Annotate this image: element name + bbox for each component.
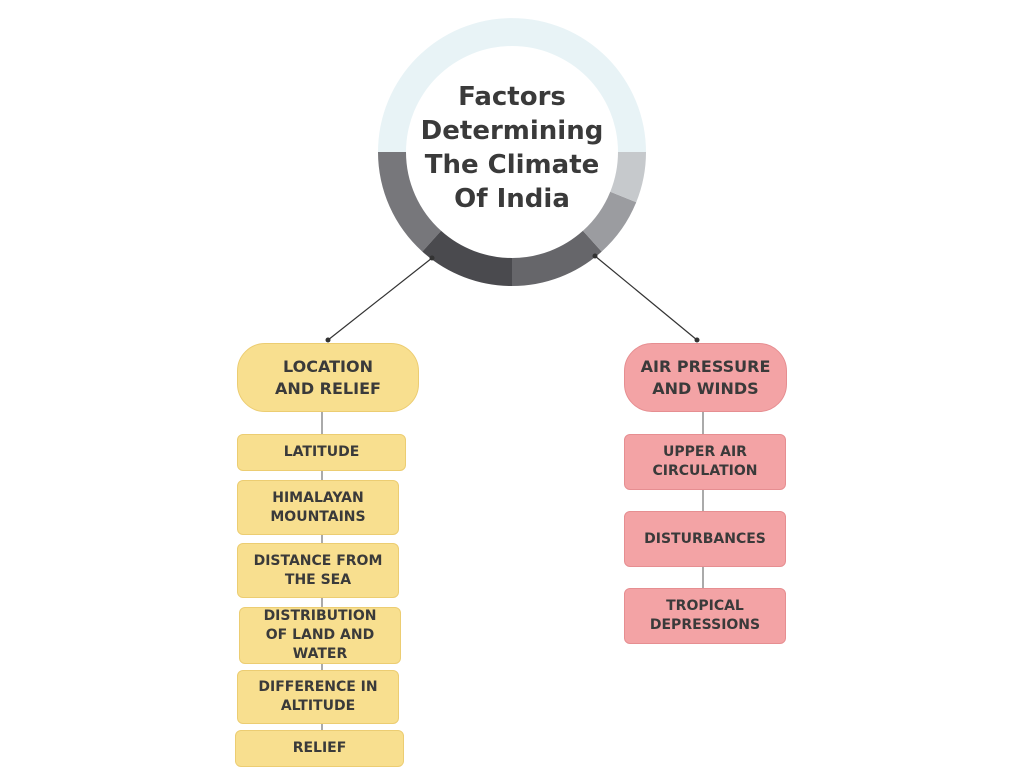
ring-segment-3 [512, 230, 602, 286]
left-item-distribution-of-land-and-water: DISTRIBUTION OF LAND AND WATER [239, 607, 401, 664]
ring-segment-1 [378, 152, 442, 252]
right-item-upper-air-circulation: UPPER AIR CIRCULATION [624, 434, 786, 490]
left-item-relief: RELIEF [235, 730, 404, 767]
branch-header-air-pressure-and-winds: AIR PRESSURE AND WINDS [624, 343, 787, 412]
connector-left [327, 257, 433, 341]
branch-header-location-and-relief: LOCATION AND RELIEF [237, 343, 419, 412]
title-ring [378, 18, 646, 286]
connector-right-dot-top [592, 253, 598, 259]
left-item-distance-from-sea: DISTANCE FROM THE SEA [237, 543, 399, 598]
right-item-tropical-depressions: TROPICAL DEPRESSIONS [624, 588, 786, 644]
connector-left-dot-top [429, 255, 435, 261]
left-item-himalayan-mountains: HIMALAYAN MOUNTAINS [237, 480, 399, 535]
connector-right [594, 255, 698, 341]
diagram-title: Factors Determining The Climate Of India [420, 82, 604, 214]
connector-right-dot-bottom [694, 337, 700, 343]
ring-segment-4 [582, 191, 637, 252]
ring-segment-2 [422, 230, 512, 286]
connector-left-dot-bottom [325, 337, 331, 343]
right-item-disturbances: DISTURBANCES [624, 511, 786, 567]
ring-segment-5 [610, 152, 646, 203]
left-item-latitude: LATITUDE [237, 434, 406, 471]
left-item-difference-in-altitude: DIFFERENCE IN ALTITUDE [237, 670, 399, 724]
ring-segment-top [378, 18, 646, 152]
